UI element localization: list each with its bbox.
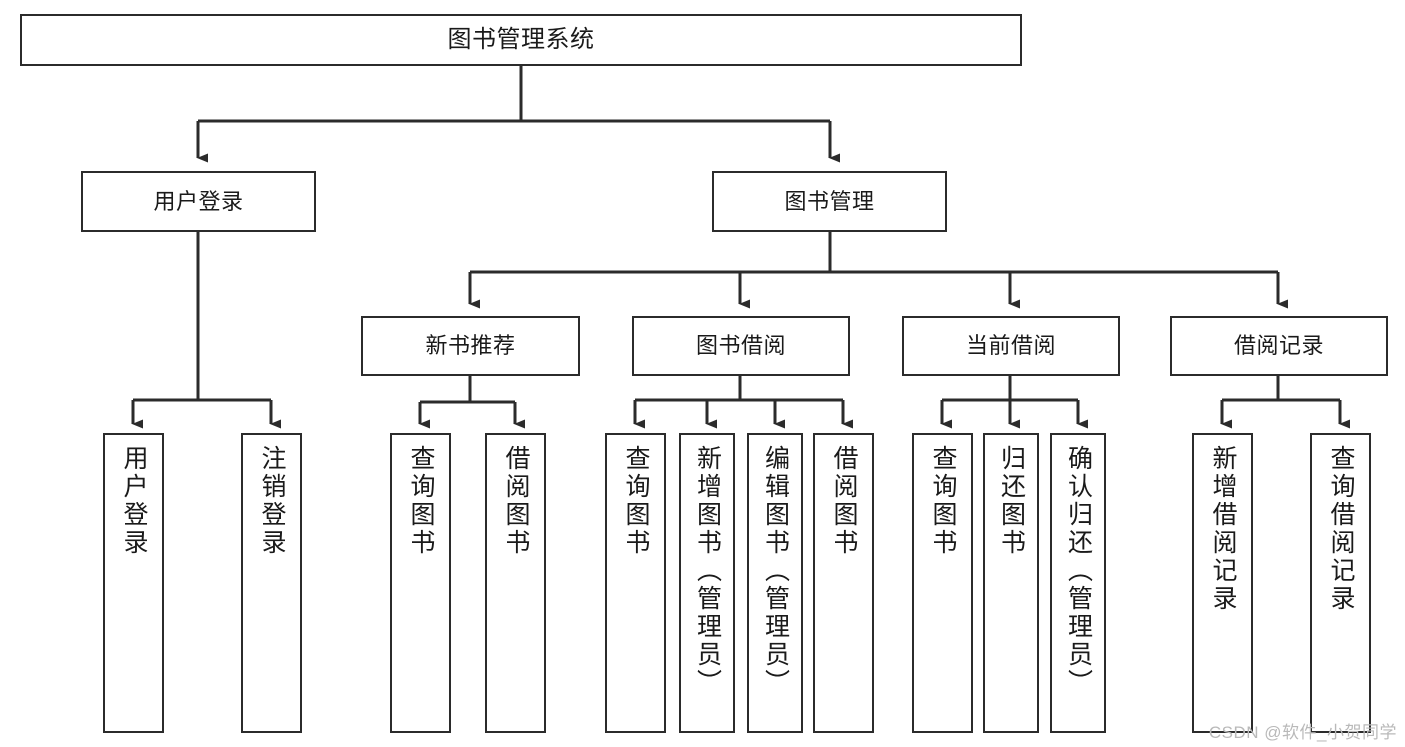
leaf-current-borrow-confirm-return-admin[interactable]: 确认归还（管理员）: [1050, 433, 1106, 733]
leaf-new-book-borrow-books[interactable]: 借阅图书: [485, 433, 546, 733]
node-book-management[interactable]: 图书管理: [712, 171, 947, 232]
node-book-borrow[interactable]: 图书借阅: [632, 316, 850, 376]
node-label: 图书管理系统: [447, 25, 595, 53]
node-label: 归还图书: [997, 445, 1026, 557]
node-label: 新书推荐: [425, 333, 516, 359]
node-label: 新增借阅记录: [1209, 445, 1237, 613]
node-new-book-recommend[interactable]: 新书推荐: [361, 316, 580, 376]
leaf-book-borrow-borrow-books[interactable]: 借阅图书: [813, 433, 874, 733]
leaf-book-borrow-edit-book-admin[interactable]: 编辑图书（管理员）: [747, 433, 803, 733]
node-label: 查询借阅记录: [1327, 445, 1355, 613]
node-root-book-management-system[interactable]: 图书管理系统: [20, 14, 1022, 66]
leaf-user-login-logout[interactable]: 注销登录: [241, 433, 302, 733]
node-label: 当前借阅: [965, 333, 1056, 359]
leaf-book-borrow-add-book-admin[interactable]: 新增图书（管理员）: [679, 433, 735, 733]
leaf-user-login-login[interactable]: 用户登录: [103, 433, 164, 733]
node-label: 借阅图书: [830, 445, 858, 557]
node-current-borrow[interactable]: 当前借阅: [902, 316, 1120, 376]
node-label: 编辑图书（管理员）: [761, 445, 790, 697]
leaf-new-book-query-books[interactable]: 查询图书: [390, 433, 451, 733]
node-label: 用户登录: [153, 188, 244, 214]
node-label: 图书管理: [784, 188, 875, 214]
node-label: 查询图书: [622, 445, 650, 557]
leaf-book-borrow-query-books[interactable]: 查询图书: [605, 433, 666, 733]
node-label: 查询图书: [407, 445, 435, 557]
leaf-current-borrow-return-books[interactable]: 归还图书: [983, 433, 1039, 733]
leaf-current-borrow-query-books[interactable]: 查询图书: [912, 433, 973, 733]
node-borrow-record[interactable]: 借阅记录: [1170, 316, 1388, 376]
node-label: 用户登录: [120, 445, 148, 557]
leaf-borrow-record-query-record[interactable]: 查询借阅记录: [1310, 433, 1371, 733]
node-label: 借阅图书: [502, 445, 530, 557]
node-label: 确认归还（管理员）: [1064, 445, 1093, 697]
node-label: 图书借阅: [695, 333, 786, 359]
node-label: 借阅记录: [1233, 333, 1324, 359]
node-label: 查询图书: [929, 445, 957, 557]
node-user-login[interactable]: 用户登录: [81, 171, 316, 232]
leaf-borrow-record-add-record[interactable]: 新增借阅记录: [1192, 433, 1253, 733]
node-label: 新增图书（管理员）: [693, 445, 722, 697]
node-label: 注销登录: [258, 445, 286, 557]
